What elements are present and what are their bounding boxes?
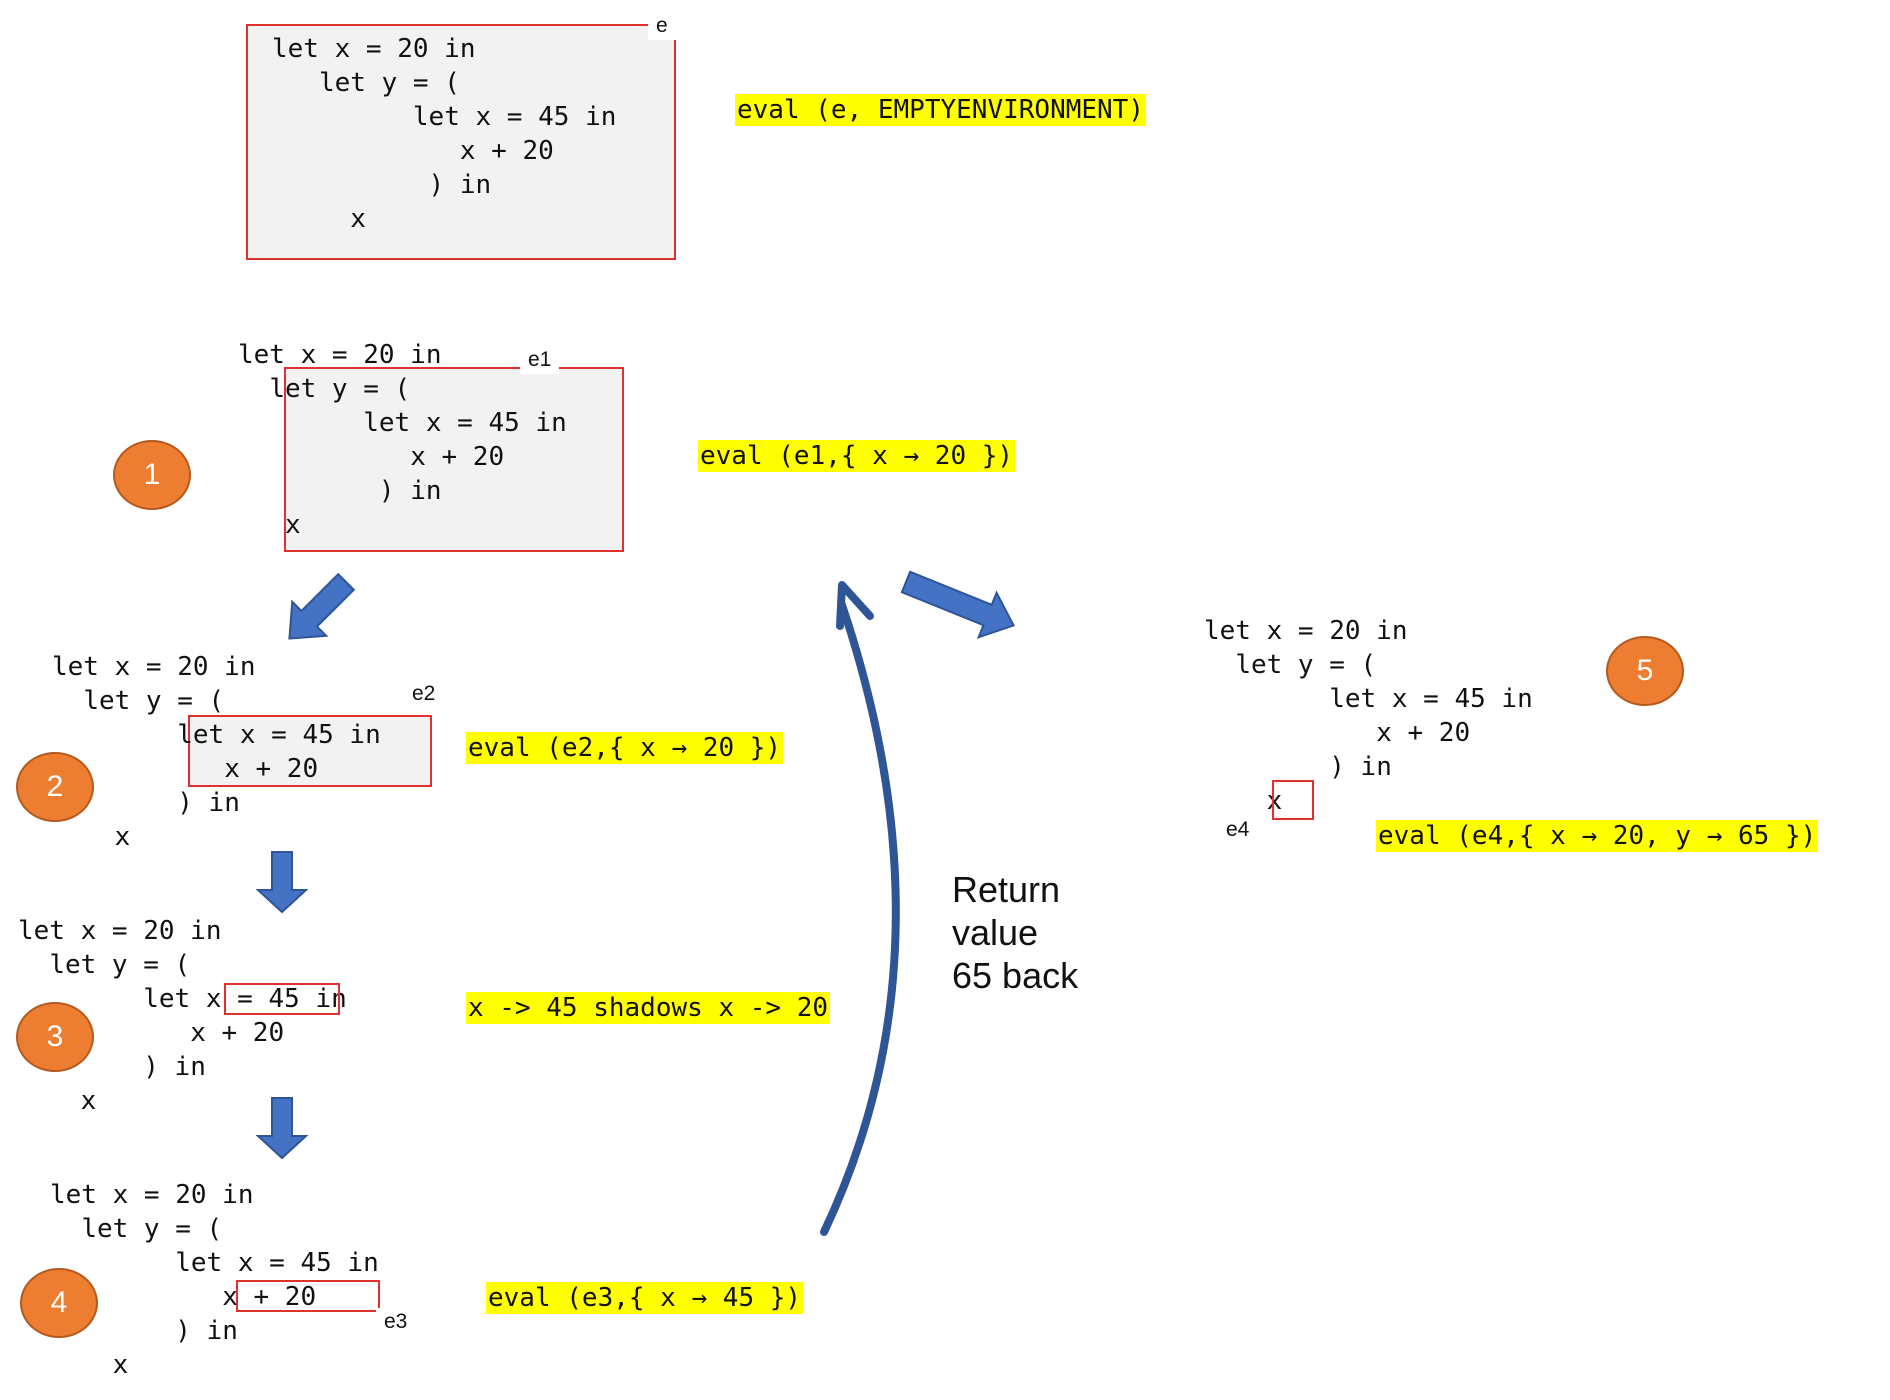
- code-line: let y = (: [81, 1214, 223, 1244]
- label-e1: e1: [520, 346, 560, 374]
- code-line: let x = 45 in: [1329, 684, 1533, 714]
- code-line: let x = 20 in: [52, 652, 256, 682]
- code-line: x + 20: [222, 1282, 317, 1312]
- arrow-down-icon: [255, 851, 309, 914]
- return-value-note: Return value 65 back: [952, 869, 1079, 996]
- step-badge-3: 3: [16, 1002, 94, 1072]
- arrow-down-left-icon: [288, 572, 356, 640]
- step-badge-5: 5: [1606, 636, 1684, 706]
- code-line: let y = (: [83, 686, 225, 716]
- call-step3: x -> 45 shadows x -> 20: [466, 992, 831, 1024]
- code-line: let x = 45 in: [143, 984, 347, 1014]
- code-block-step4: let x = 20 in let y = ( let x = 45 in x …: [50, 1178, 379, 1382]
- code-line: ) in: [378, 476, 442, 506]
- code-line: let y = (: [318, 68, 460, 98]
- code-line: x: [80, 1086, 97, 1116]
- call-top: eval (e, EMPTYENVIRONMENT): [735, 94, 1146, 126]
- label-e4: e4: [1218, 816, 1258, 844]
- code-line: x: [112, 1350, 129, 1380]
- step-badge-4: 4: [20, 1268, 98, 1338]
- code-line: ) in: [175, 1316, 238, 1346]
- code-block-step5: let x = 20 in let y = ( let x = 45 in x …: [1204, 614, 1533, 818]
- code-line: let x = 45 in: [363, 408, 567, 438]
- call-step4: eval (e3,{ x → 45 }): [486, 1282, 804, 1314]
- code-line: let x = 45 in: [175, 1248, 379, 1278]
- code-line: let x = 20 in: [272, 34, 476, 64]
- curved-return-arrow-icon: [820, 581, 900, 1236]
- expression-e3-box: [236, 1280, 380, 1312]
- code-line: ) in: [177, 788, 240, 818]
- code-line: ) in: [428, 170, 492, 200]
- arrow-down-icon: [255, 1097, 309, 1160]
- expression-e-box: [246, 24, 676, 260]
- expression-e4-box: [1272, 780, 1314, 820]
- code-line: let y = (: [49, 950, 191, 980]
- code-line: let x = 20 in: [50, 1180, 254, 1210]
- code-line: x: [350, 204, 366, 234]
- arrow-down-right-icon: [900, 570, 1015, 639]
- code-line: let y = (: [269, 374, 411, 404]
- binding-x-45-box: [224, 983, 340, 1015]
- label-e3: e3: [376, 1308, 416, 1336]
- step-badge-2: 2: [16, 752, 94, 822]
- code-line: x + 20: [224, 754, 319, 784]
- code-line: x + 20: [410, 442, 505, 472]
- expression-e2-box: [188, 715, 432, 787]
- code-block-step1: let x = 20 in let y = ( let x = 45 in x …: [238, 338, 567, 542]
- step-badge-1: 1: [113, 440, 191, 510]
- code-line: x: [284, 510, 301, 540]
- code-block-top: let x = 20 in let y = ( let x = 45 in x …: [272, 32, 616, 236]
- expression-e1-box: [284, 367, 624, 552]
- code-line: let x = 45 in: [177, 720, 381, 750]
- label-e: e: [648, 12, 676, 40]
- code-block-step3: let x = 20 in let y = ( let x = 45 in x …: [18, 914, 347, 1118]
- code-line: ) in: [143, 1052, 206, 1082]
- call-step2: eval (e2,{ x → 20 }): [466, 732, 784, 764]
- code-line: let x = 20 in: [238, 340, 442, 370]
- code-line: let x = 45 in: [412, 102, 617, 132]
- code-line: let x = 20 in: [1204, 616, 1408, 646]
- code-line: x + 20: [190, 1018, 285, 1048]
- code-line: x: [1266, 786, 1283, 816]
- code-line: let x = 20 in: [18, 916, 222, 946]
- code-line: ) in: [1329, 752, 1392, 782]
- call-step5: eval (e4,{ x → 20, y → 65 }): [1376, 820, 1819, 852]
- code-line: x + 20: [1376, 718, 1471, 748]
- code-line: let y = (: [1235, 650, 1377, 680]
- call-step1: eval (e1,{ x → 20 }): [698, 440, 1016, 472]
- code-line: x + 20: [459, 136, 554, 166]
- code-line: x: [114, 822, 131, 852]
- label-e2: e2: [404, 680, 444, 708]
- code-block-step2: let x = 20 in let y = ( let x = 45 in x …: [52, 650, 381, 854]
